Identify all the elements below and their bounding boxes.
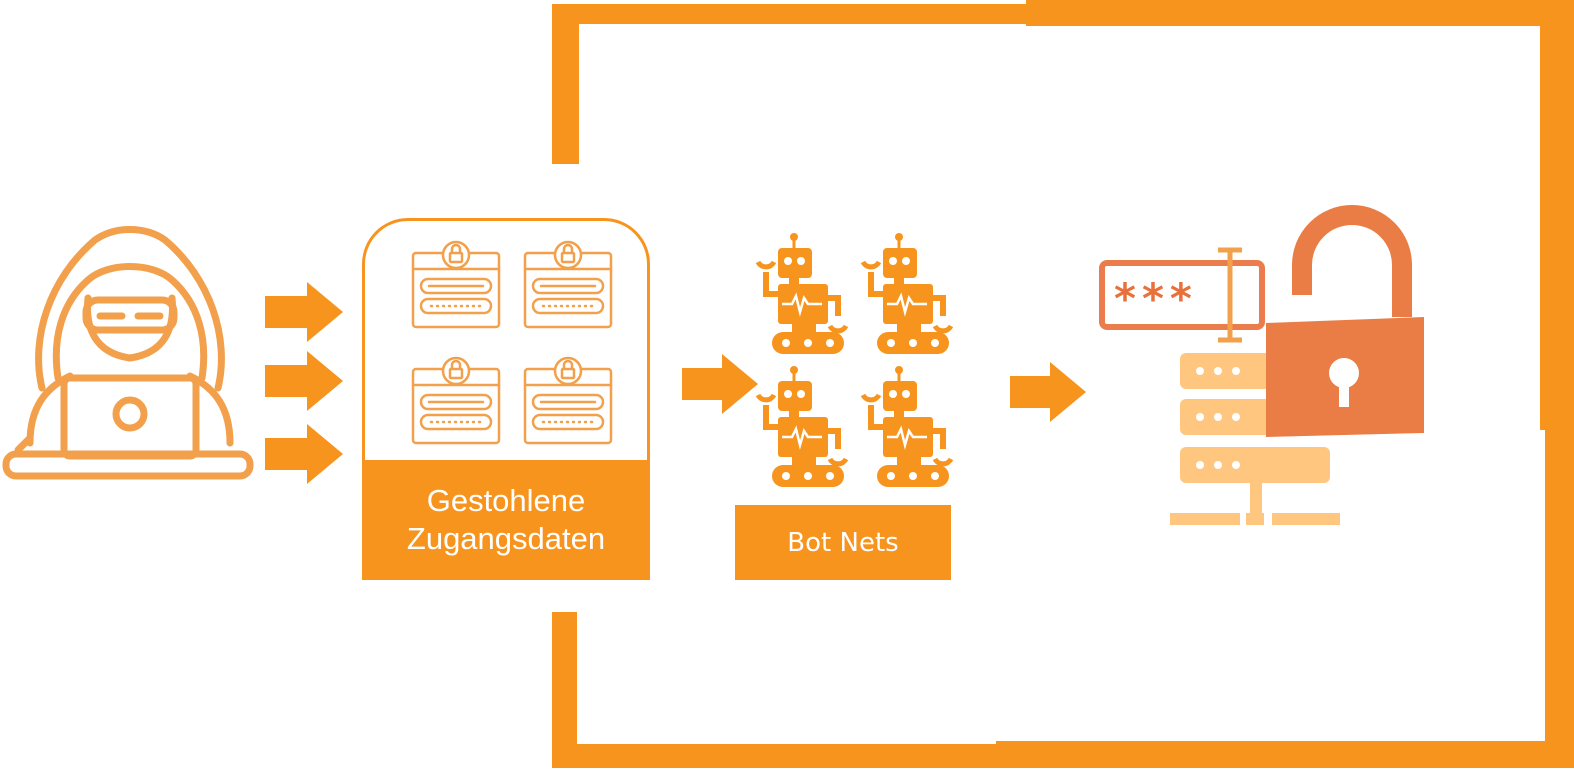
frame-top-right [1026, 0, 1574, 26]
frame-bottom-right [996, 741, 1574, 768]
frame-bottom-left [552, 744, 1000, 768]
credentials-label: Gestohlene Zugangsdaten [365, 460, 647, 577]
arrow-right-icon [265, 351, 343, 411]
hooded-hacker-icon [2, 226, 254, 480]
robot-icon [863, 233, 951, 354]
robots-group [750, 232, 965, 494]
arrow-right-icon [265, 424, 343, 484]
credential-card-icon [411, 356, 501, 445]
frame-right [1540, 0, 1574, 430]
credential-card-icon [523, 240, 613, 329]
password-mask: *** [1114, 274, 1198, 323]
frame-left-bottom [552, 612, 577, 768]
frame-right-lower [1545, 430, 1574, 768]
credential-card-icon [523, 356, 613, 445]
password-field-icon: *** [1099, 247, 1265, 343]
credentials-box: Gestohlene Zugangsdaten [362, 218, 650, 580]
arrow-right-icon [1010, 362, 1086, 422]
frame-top-left [552, 4, 1026, 24]
server-scene: *** [1099, 205, 1424, 525]
botnets-label: Bot Nets [735, 505, 951, 580]
frame-left-top [552, 4, 579, 164]
robot-icon [758, 233, 846, 354]
robot-icon [863, 366, 951, 487]
robot-icon [758, 366, 846, 487]
arrow-right-icon [682, 354, 758, 414]
credential-cards-group [411, 240, 613, 445]
credential-card-icon [411, 240, 501, 329]
arrow-right-icon [265, 282, 343, 342]
open-padlock-icon [1266, 205, 1424, 437]
